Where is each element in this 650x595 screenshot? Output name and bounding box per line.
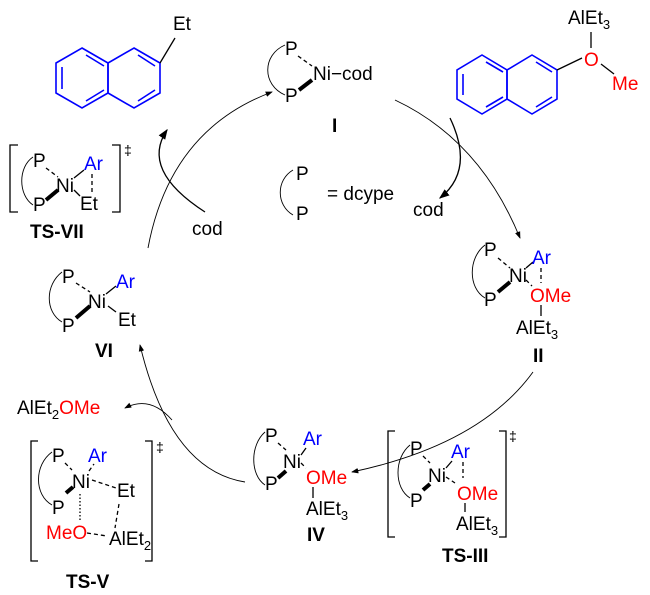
substrate-methoxynaphthalene: O AlEt3 Me bbox=[456, 8, 638, 115]
svg-text:P: P bbox=[296, 204, 309, 225]
ts-V: ‡ P P Ni Ar Et MeO AlEt2 TS-V bbox=[30, 439, 164, 593]
svg-text:Ar: Ar bbox=[451, 442, 471, 463]
svg-text:P: P bbox=[265, 474, 278, 495]
svg-text:Ni: Ni bbox=[72, 472, 90, 493]
ethyl-label: Et bbox=[173, 14, 192, 35]
svg-text:Ar: Ar bbox=[532, 248, 552, 269]
svg-text:Ni: Ni bbox=[56, 176, 74, 197]
label-II: II bbox=[533, 346, 544, 367]
label-TS-VII: TS-VII bbox=[30, 222, 84, 243]
svg-text:P: P bbox=[52, 446, 65, 467]
complex-VI: P P Ni Ar Et VI bbox=[48, 267, 137, 362]
svg-text:Et: Et bbox=[117, 481, 136, 502]
svg-text:P: P bbox=[296, 164, 309, 185]
cod-released-2: cod bbox=[413, 200, 444, 221]
svg-text:P: P bbox=[62, 316, 75, 337]
ts-III: ‡ P P Ni Ar OMe AlEt3 TS-III bbox=[387, 428, 517, 567]
svg-text:P: P bbox=[285, 86, 298, 107]
arrow-IV-to-VI bbox=[138, 344, 246, 483]
svg-text:Ni: Ni bbox=[283, 452, 301, 473]
svg-text:Ni: Ni bbox=[88, 292, 106, 313]
svg-text:Et: Et bbox=[118, 310, 137, 331]
svg-text:Ar: Ar bbox=[303, 429, 323, 450]
svg-text:Ar: Ar bbox=[84, 154, 104, 175]
svg-text:P: P bbox=[62, 267, 75, 288]
svg-text:Ni−cod: Ni−cod bbox=[313, 64, 373, 85]
arrow-substrate-in bbox=[438, 117, 462, 199]
label-I: I bbox=[332, 116, 337, 137]
arrow-product-out bbox=[158, 128, 206, 213]
arrow-II-to-IV bbox=[351, 371, 534, 474]
svg-text:Ar: Ar bbox=[88, 446, 108, 467]
svg-text:P: P bbox=[265, 426, 278, 447]
arrow-I-to-II bbox=[394, 99, 521, 239]
cycle-arrows bbox=[124, 91, 534, 483]
svg-text:P: P bbox=[484, 240, 497, 261]
svg-text:OMe: OMe bbox=[306, 468, 347, 489]
svg-text:AlEt3: AlEt3 bbox=[516, 318, 558, 342]
product-ethylnaphthalene: Et bbox=[55, 14, 192, 109]
label-TS-III: TS-III bbox=[442, 546, 488, 567]
arrow-VI-to-I bbox=[147, 91, 273, 249]
ts-VII: ‡ P P Ni Ar Et TS-VII bbox=[9, 142, 132, 243]
complex-I: P P Ni−cod I bbox=[267, 39, 373, 137]
label-VI: VI bbox=[95, 341, 113, 362]
cod-released: cod bbox=[192, 219, 223, 240]
svg-text:‡: ‡ bbox=[509, 428, 517, 444]
svg-text:Et: Et bbox=[80, 194, 99, 215]
svg-text:AlEt3: AlEt3 bbox=[306, 499, 348, 523]
oxygen-label: O bbox=[584, 50, 599, 71]
dcype-label: = dcype bbox=[327, 184, 394, 205]
svg-text:‡: ‡ bbox=[124, 142, 132, 158]
svg-text:Ar: Ar bbox=[116, 272, 136, 293]
svg-text:P: P bbox=[484, 290, 497, 311]
svg-text:P: P bbox=[410, 439, 423, 460]
svg-text:P: P bbox=[33, 151, 46, 172]
svg-text:P: P bbox=[33, 195, 46, 216]
svg-text:MeO: MeO bbox=[46, 523, 87, 544]
alet3-label: AlEt3 bbox=[568, 8, 610, 32]
svg-text:P: P bbox=[52, 498, 65, 519]
alet2ome-byproduct: AlEt2OMe bbox=[17, 398, 100, 422]
svg-text:OMe: OMe bbox=[530, 286, 571, 307]
svg-text:Ni: Ni bbox=[428, 466, 446, 487]
svg-text:AlEt3: AlEt3 bbox=[456, 514, 498, 538]
complex-II: P P Ni Ar OMe AlEt3 II bbox=[471, 240, 571, 367]
arrow-byproduct-out bbox=[124, 402, 173, 421]
complex-IV: P P Ni Ar OMe AlEt3 IV bbox=[253, 426, 348, 546]
svg-text:Ni: Ni bbox=[509, 266, 527, 287]
svg-text:P: P bbox=[410, 491, 423, 512]
svg-text:AlEt2: AlEt2 bbox=[109, 529, 151, 553]
label-TS-V: TS-V bbox=[66, 572, 110, 593]
methyl-label: Me bbox=[612, 74, 638, 95]
dcype-legend: P P = dcype bbox=[279, 164, 394, 225]
label-IV: IV bbox=[307, 525, 325, 546]
svg-text:P: P bbox=[285, 39, 298, 60]
svg-text:‡: ‡ bbox=[156, 439, 164, 455]
svg-text:OMe: OMe bbox=[457, 484, 498, 505]
